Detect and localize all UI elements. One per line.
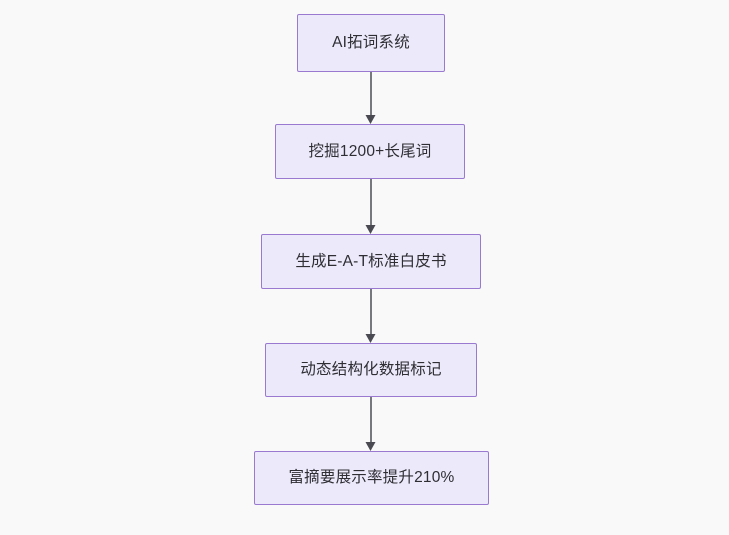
edge-line xyxy=(370,289,372,335)
arrowhead-icon xyxy=(365,115,376,124)
arrowhead-icon xyxy=(365,442,376,451)
flow-node-rich-snippet-result[interactable]: 富摘要展示率提升210% xyxy=(254,451,489,505)
flow-node-eat-whitepaper[interactable]: 生成E-A-T标准白皮书 xyxy=(261,234,481,289)
edge-line xyxy=(370,179,372,226)
flow-node-ai-keyword-system[interactable]: AI拓词系统 xyxy=(297,14,445,72)
flow-node-label: 富摘要展示率提升210% xyxy=(288,469,455,487)
flow-node-label: 生成E-A-T标准白皮书 xyxy=(295,252,447,270)
arrowhead-icon xyxy=(365,225,376,234)
edge-line xyxy=(370,72,372,116)
edge-line xyxy=(370,397,372,443)
flow-node-longtail-keywords[interactable]: 挖掘1200+长尾词 xyxy=(275,124,465,179)
arrowhead-icon xyxy=(365,334,376,343)
flow-node-label: 动态结构化数据标记 xyxy=(300,361,442,379)
flow-node-label: AI拓词系统 xyxy=(332,34,410,52)
flow-node-structured-data[interactable]: 动态结构化数据标记 xyxy=(265,343,477,397)
flow-node-label: 挖掘1200+长尾词 xyxy=(308,142,432,160)
